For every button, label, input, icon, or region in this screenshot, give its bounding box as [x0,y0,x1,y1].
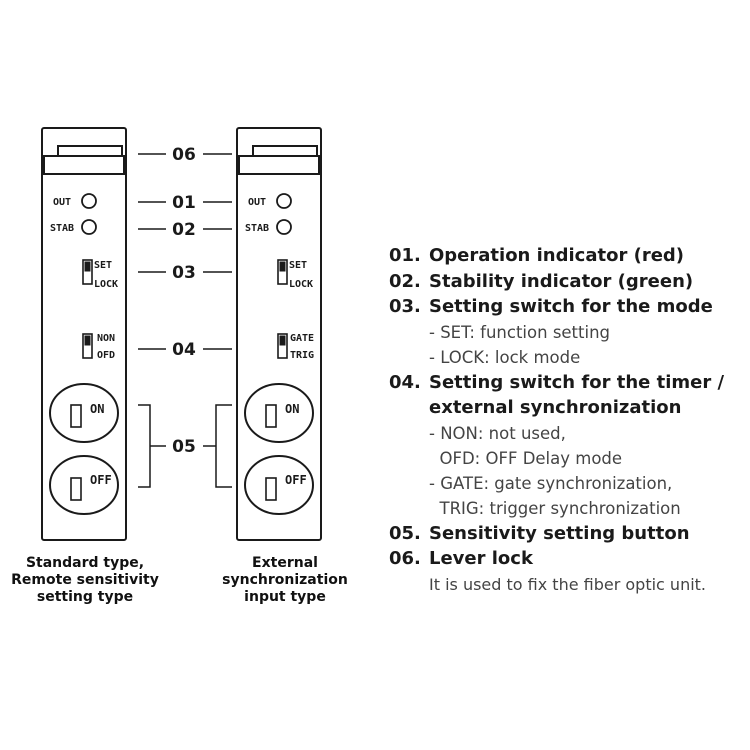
legend-item-05: 05. Sensitivity setting button [389,521,749,547]
stab-label: STAB [50,223,74,234]
out-indicator-icon [276,193,292,209]
on-button [265,404,277,428]
set-label: SET [94,260,112,271]
trig-label: TRIG [290,350,314,361]
unit-body [41,127,127,541]
lock-label: LOCK [94,279,118,290]
caption-line: setting type [36,589,134,605]
legend-item-01: 01. Operation indicator (red) [389,243,749,269]
legend-title: Setting switch for the mode [429,296,713,317]
external-sync-unit [236,127,322,541]
legend-title: Lever lock [429,548,533,569]
caption-line: input type [244,589,326,605]
legend-item-04: 04. Setting switch for the timer / exter… [389,370,749,521]
legend-desc: OFD: OFF Delay mode [429,448,623,468]
timer-switch [277,333,288,359]
legend-number: 03. [389,296,421,317]
external-sync-caption: External synchronization input type [200,555,370,606]
off-button-outline [244,455,314,515]
timer-switch [82,333,93,359]
legend-title: Sensitivity setting button [429,522,690,544]
legend-desc: - NON: not used, [429,423,566,443]
legend-item-03: 03. Setting switch for the mode - SET: f… [389,294,749,370]
unit-body [236,127,322,541]
legend-title: Stability indicator (green) [429,270,694,292]
lever-lock [43,155,125,175]
legend-title: Setting switch for the timer / [429,371,725,393]
ofd-label: OFD [97,350,115,361]
out-label: OUT [248,197,266,208]
callout-06: 06 [172,145,196,165]
legend-number: 04. [389,371,421,393]
stab-indicator-icon [81,219,97,235]
stab-label: STAB [245,223,269,234]
on-button-outline [244,383,314,443]
legend-number: 05. [389,522,421,544]
legend: 01. Operation indicator (red) 02. Stabil… [389,243,749,597]
on-button [70,404,82,428]
callout-05: 05 [172,437,196,457]
standard-type-caption: Standard type, Remote sensitivity settin… [0,555,170,606]
lever-lock [238,155,320,175]
mode-switch [82,259,93,285]
caption-line: Standard type, [25,555,145,571]
out-indicator-icon [81,193,97,209]
caption-line: synchronization [222,572,348,588]
legend-number: 06. [389,548,421,569]
off-label: OFF [285,473,307,487]
standard-type-unit [41,127,127,541]
caption-line: External [252,555,318,571]
callout-02: 02 [172,220,196,240]
legend-title: external synchronization [429,397,682,418]
legend-desc: TRIG: trigger synchronization [429,498,681,518]
legend-title: Operation indicator (red) [429,245,685,266]
callout-01: 01 [172,193,196,213]
legend-desc: - GATE: gate synchronization, [429,473,673,493]
on-label: ON [90,402,104,416]
legend-number: 01. [389,245,421,266]
on-label: ON [285,402,299,416]
non-label: NON [97,333,115,344]
out-label: OUT [53,197,71,208]
legend-item-06: 06. Lever lock It is used to fix the fib… [389,546,749,597]
on-button-outline [49,383,119,443]
gate-label: GATE [290,333,314,344]
off-label: OFF [90,473,112,487]
off-button-outline [49,455,119,515]
callout-03: 03 [172,263,196,283]
legend-item-02: 02. Stability indicator (green) [389,269,749,295]
stab-indicator-icon [276,219,292,235]
set-label: SET [289,260,307,271]
callout-04: 04 [172,340,196,360]
legend-desc: - SET: function setting [429,322,611,342]
legend-number: 02. [389,270,421,292]
caption-line: Remote sensitivity [11,572,159,588]
off-button [70,477,82,501]
lock-label: LOCK [289,279,313,290]
off-button [265,477,277,501]
legend-desc: - LOCK: lock mode [429,347,581,367]
leader-lines [138,153,232,488]
legend-desc: It is used to fix the fiber optic unit. [429,574,707,594]
mode-switch [277,259,288,285]
